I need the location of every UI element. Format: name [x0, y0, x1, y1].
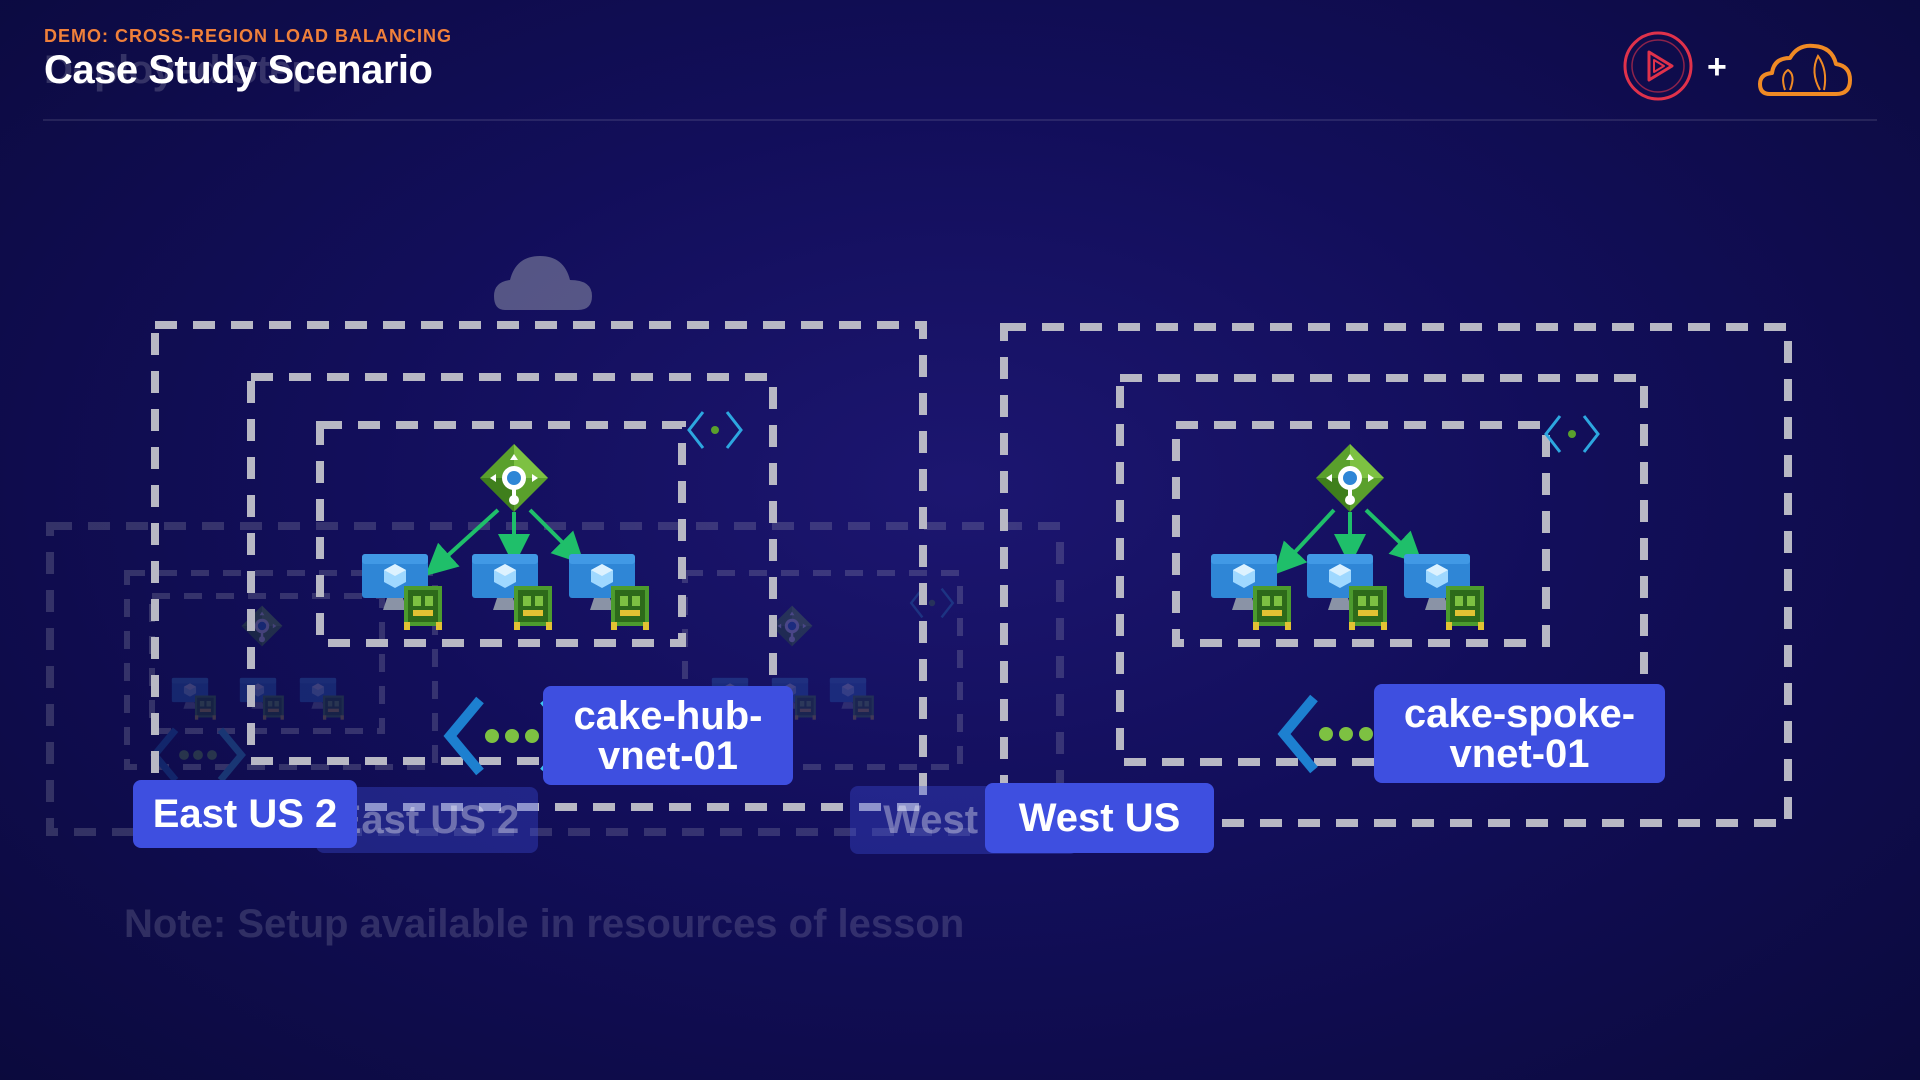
spoke-vnet-label: cake-spoke- vnet-01	[1374, 684, 1665, 783]
title-block: Deployed Steps Case Study Scenario	[44, 48, 564, 100]
vm-icon	[1211, 554, 1291, 630]
page-title: Case Study Scenario	[44, 48, 433, 92]
vm-icon	[1307, 554, 1387, 630]
cloud-icon	[494, 256, 592, 310]
vm-icon	[472, 554, 552, 630]
play-logo-icon	[1623, 31, 1693, 101]
setup-note: Note: Setup available in resources of le…	[124, 902, 965, 946]
load-balancer-icon	[1314, 442, 1386, 514]
header-kicker: DEMO: CROSS-REGION LOAD BALANCING	[44, 26, 452, 46]
vm-icon	[1404, 554, 1484, 630]
load-balancer-icon	[478, 442, 550, 514]
plus-sign: +	[1707, 48, 1727, 86]
header-divider	[43, 119, 1877, 121]
spoke-vnet-label-line1: cake-spoke-	[1403, 691, 1636, 736]
cloud-logo-icon	[1758, 43, 1852, 96]
region-east-label: East US 2	[133, 780, 357, 848]
east-region	[151, 321, 927, 811]
hub-vnet-label-line2: vnet-01	[597, 733, 739, 778]
ghost-layer	[46, 522, 1064, 836]
region-west-label: West US	[985, 783, 1214, 853]
title-ghost: Deployed Steps	[44, 48, 338, 92]
vm-icon	[569, 554, 649, 630]
vm-icon	[362, 554, 442, 630]
west-region	[1000, 323, 1792, 827]
brand-logos	[1620, 30, 1880, 110]
hub-vnet-label-line1: cake-hub-	[573, 693, 763, 738]
hub-vnet-label: cake-hub- vnet-01	[543, 686, 793, 785]
spoke-vnet-label-line2: vnet-01	[1449, 731, 1590, 776]
